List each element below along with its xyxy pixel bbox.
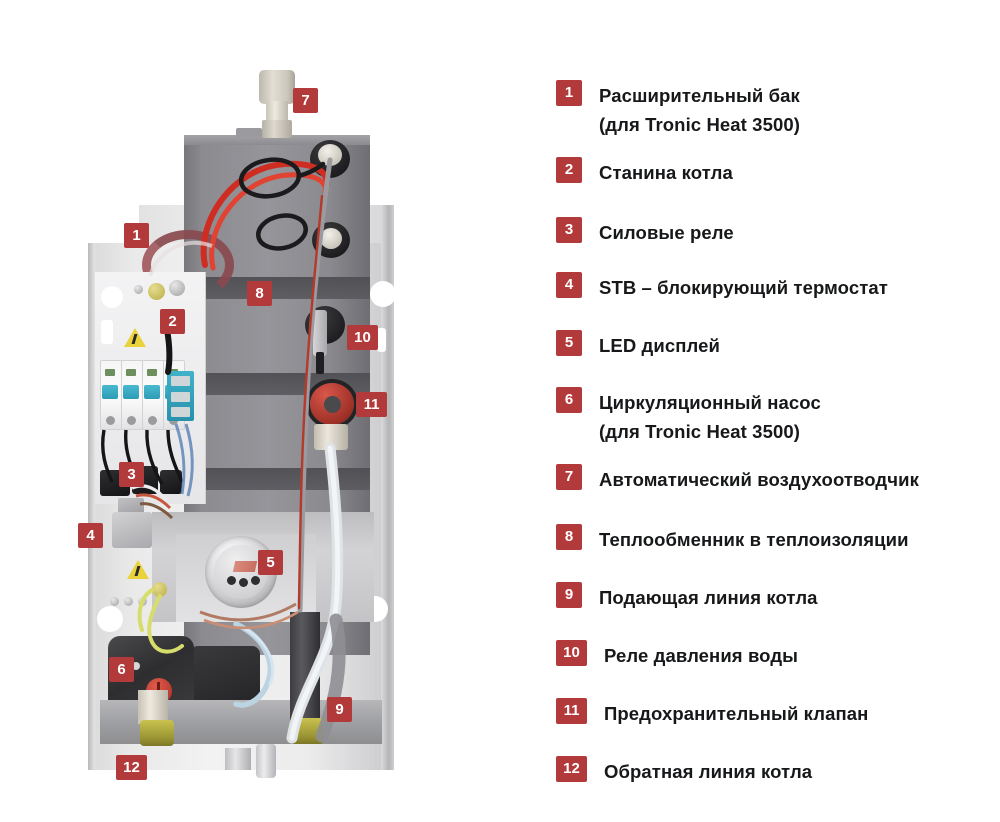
legend-item-11: 11 Предохранительный клапан (556, 698, 868, 728)
ground-terminal-icon (148, 283, 165, 300)
supply-line-fitting (290, 718, 324, 744)
frame-slot (377, 328, 386, 352)
automatic-air-vent-neck (266, 101, 288, 125)
high-voltage-warning-icon (127, 560, 149, 579)
circuit-breaker[interactable] (121, 360, 143, 430)
power-relay (160, 470, 182, 494)
legend-label-11: Предохранительный клапан (604, 703, 869, 724)
legend-badge-6: 6 (556, 387, 582, 413)
panel-screw (134, 285, 143, 294)
callout-marker-10: 10 (347, 325, 378, 350)
legend-item-2: 2 Станина котла (556, 157, 733, 187)
panel-screw (124, 597, 133, 606)
heat-exchanger-lug (236, 128, 262, 137)
legend-item-12: 12 Обратная линия котла (556, 756, 812, 786)
legend-label-7: Автоматический воздухоотводчик (599, 469, 919, 490)
legend-badge-4: 4 (556, 272, 582, 298)
safety-valve-outlet (324, 396, 341, 413)
panel-cutout (101, 286, 123, 308)
water-pressure-switch-connector (316, 352, 324, 374)
legend-badge-11: 11 (556, 698, 587, 724)
circuit-breaker[interactable] (142, 360, 164, 430)
safety-valve-fitting (314, 424, 348, 450)
frame-left-edge (88, 243, 95, 770)
boiler-supply-line (290, 612, 320, 724)
ground-symbol-icon (152, 582, 167, 597)
led-indicator-dot (227, 576, 236, 585)
legend-badge-8: 8 (556, 524, 582, 550)
callout-marker-5: 5 (258, 550, 283, 575)
led-indicator-dot (239, 578, 248, 587)
pump-indicator-led (132, 662, 140, 670)
stb-thermostat-body (112, 512, 152, 548)
terminal-block (167, 371, 194, 421)
legend-label-9: Подающая линия котла (599, 587, 818, 608)
legend-badge-5: 5 (556, 330, 582, 356)
panel-slot (101, 320, 113, 344)
callout-marker-8: 8 (247, 281, 272, 306)
frame-cutout (370, 281, 396, 307)
legend-label-8: Теплообменник в теплоизоляции (599, 529, 909, 550)
led-indicator-dot (251, 576, 260, 585)
callout-marker-2: 2 (160, 309, 185, 334)
legend-item-5: 5 LED дисплей (556, 330, 720, 360)
callout-marker-1: 1 (124, 223, 149, 248)
callout-marker-7: 7 (293, 88, 318, 113)
panel-screw (138, 597, 147, 606)
legend-item-6: 6 Циркуляционный насос (для Tronic Heat … (556, 387, 821, 446)
legend-item-8: 8 Теплообменник в теплоизоляции (556, 524, 909, 554)
callout-marker-4: 4 (78, 523, 103, 548)
legend-badge-7: 7 (556, 464, 582, 490)
hx-port-nut (318, 144, 342, 166)
automatic-air-vent-cap (259, 70, 295, 104)
legend-label-4: STB – блокирующий термостат (599, 277, 888, 298)
legend-label-10: Реле давления воды (604, 645, 799, 666)
boiler-return-line (138, 690, 168, 724)
legend-badge-1: 1 (556, 80, 582, 106)
legend-label-2: Станина котла (599, 162, 733, 183)
boiler-photo: 7 1 8 2 10 11 3 4 5 6 9 12 (0, 0, 540, 822)
callout-marker-6: 6 (109, 657, 134, 682)
circuit-breaker[interactable] (100, 360, 122, 430)
panel-screw (110, 597, 119, 606)
legend-item-9: 9 Подающая линия котла (556, 582, 818, 612)
safety-valve (310, 383, 354, 425)
legend-label-1: Расширительный бак (для Tronic Heat 3500… (599, 85, 800, 135)
legend-label-6: Циркуляционный насос (для Tronic Heat 35… (599, 392, 821, 442)
callout-marker-11: 11 (356, 392, 387, 417)
legend-item-1: 1 Расширительный бак (для Tronic Heat 35… (556, 80, 800, 139)
legend-label-5: LED дисплей (599, 335, 720, 356)
panel-stud (169, 280, 185, 296)
legend-badge-10: 10 (556, 640, 587, 666)
cable-gland (225, 748, 251, 770)
legend-badge-9: 9 (556, 582, 582, 608)
return-line-fitting (140, 720, 174, 746)
legend-badge-3: 3 (556, 217, 582, 243)
water-pressure-switch-arm (313, 310, 327, 356)
high-voltage-warning-icon (124, 328, 146, 347)
frame-cutout (97, 606, 123, 632)
legend-item-4: 4 STB – блокирующий термостат (556, 272, 888, 302)
callout-marker-3: 3 (119, 462, 144, 487)
hx-sensor-cap (320, 228, 342, 249)
legend-label-3: Силовые реле (599, 222, 734, 243)
legend-badge-2: 2 (556, 157, 582, 183)
legend-badge-12: 12 (556, 756, 587, 782)
automatic-air-vent-base (262, 120, 292, 138)
legend-item-7: 7 Автоматический воздухоотводчик (556, 464, 919, 494)
callout-marker-9: 9 (327, 697, 352, 722)
led-display-segments (232, 561, 258, 572)
drain-pipe (256, 744, 276, 778)
legend-item-10: 10 Реле давления воды (556, 640, 798, 670)
legend-label-12: Обратная линия котла (604, 761, 813, 782)
heat-exchanger-band (184, 468, 370, 490)
legend-item-3: 3 Силовые реле (556, 217, 734, 247)
callout-marker-12: 12 (116, 755, 147, 780)
heat-exchanger-top (184, 135, 370, 145)
